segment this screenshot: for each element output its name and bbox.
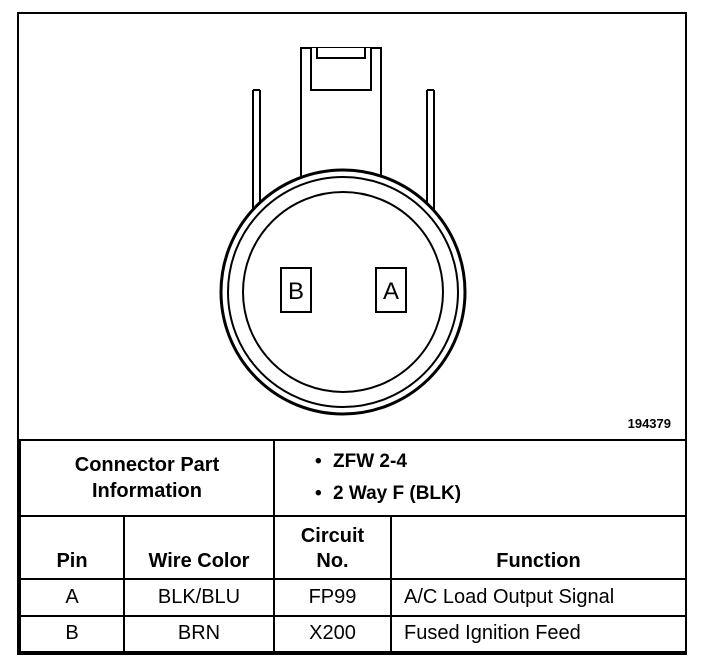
pin-cell: B [19,614,125,654]
function-cell: A/C Load Output Signal [389,578,688,617]
connector-part-label-line2: Information [92,479,202,502]
pin-label-b: B [288,278,304,305]
table-header-row: Pin Wire Color Circuit No. Function [19,514,688,581]
pin-cavity-a [375,267,407,313]
function-cell: Fused Ignition Feed [389,614,688,654]
connector-diagram-frame: B A 194379 Connector Part Information •Z… [17,12,688,655]
circuit-cell: FP99 [273,578,392,617]
connector-face-view: B A [219,47,467,416]
table-row: B BRN X200 Fused Ignition Feed [19,614,688,654]
connector-part-row: Connector Part Information •ZFW 2-4 •2 W… [19,439,688,517]
connector-part-label-line1: Connector Part [74,453,220,476]
bullet-icon: • [315,450,322,472]
pin-label-a: A [383,278,399,305]
pin-cell: A [19,578,125,617]
pin-cavity-b [280,267,312,313]
header-circuit-no: Circuit No. [273,514,392,581]
figure-number: 194379 [627,416,671,431]
header-wire-color: Wire Color [123,514,275,581]
wire-color-cell: BRN [123,614,275,654]
connector-info-item: •2 Way F (BLK) [315,478,685,510]
circuit-cell: X200 [273,614,392,654]
table-row: A BLK/BLU FP99 A/C Load Output Signal [19,578,688,617]
header-function: Function [389,514,688,581]
connector-info-item: •ZFW 2-4 [315,446,685,478]
wire-color-cell: BLK/BLU [123,578,275,617]
connector-middle-ring [227,176,459,408]
connector-part-label: Connector Part Information [19,439,275,517]
header-pin: Pin [19,514,125,581]
latch-tab [300,47,382,206]
connector-part-info: •ZFW 2-4 •2 Way F (BLK) [272,439,688,517]
bullet-icon: • [315,482,322,504]
connector-info-table: Connector Part Information •ZFW 2-4 •2 W… [19,439,688,654]
connector-inner-face [242,191,444,393]
